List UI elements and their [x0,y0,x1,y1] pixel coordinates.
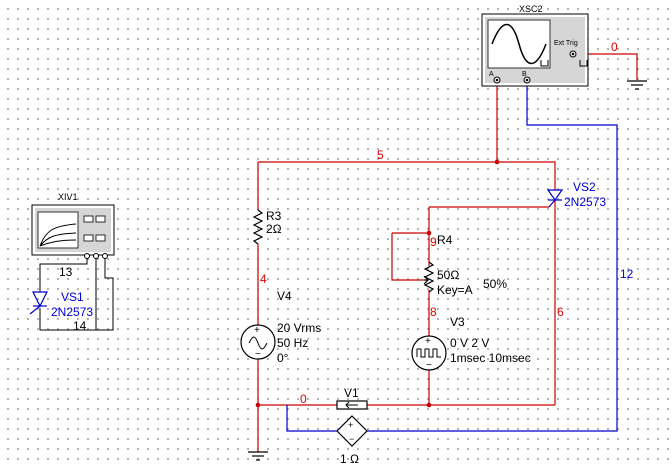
junctions [255,159,500,408]
junction-dot [426,230,432,236]
svg-text:+: + [254,325,260,336]
wire-v1-ctrl[interactable] [286,405,337,432]
ground-symbol-main[interactable] [248,451,268,461]
r3-value: 2Ω [266,222,282,236]
red-wires [257,53,638,452]
xiv1-ref: XIV1 [58,192,78,202]
xiv1-wires [39,256,114,331]
r4-key: Key=A [437,283,473,297]
controlled-source-v1[interactable]: + − [336,400,368,447]
svg-text:+: + [348,420,353,430]
vs1-ref: VS1 [61,290,84,304]
iv-curves-icon [39,223,77,247]
oscilloscope-xsc2[interactable]: XSC2 Ext Trig A B [481,4,589,87]
wire-net-5[interactable] [258,161,556,190]
net-label-0-bottom: 0 [300,392,307,406]
r4-percent: 50% [483,277,507,291]
pulse-wave-icon [416,348,441,358]
wire-net-9[interactable] [391,232,429,281]
net-label-9: 9 [430,235,437,249]
thyristor-vs1[interactable] [29,291,48,315]
ext-trig-label: Ext Trig [554,40,578,47]
v1-value: 1 Ω [340,452,359,466]
potentiometer-r4[interactable] [423,261,435,293]
wire-net-12[interactable] [367,84,618,432]
v3-line1: 0 V 2 V [450,336,489,350]
blue-wires [286,84,618,432]
net-label-6: 6 [557,305,564,319]
v3-ref: V3 [450,315,465,329]
net-label-8: 8 [430,305,437,319]
net-label-4: 4 [260,272,267,286]
svg-text:−: − [426,360,432,371]
r4-ref: R4 [437,233,453,247]
vs1-part: 2N2573 [51,305,93,319]
resistor-r3[interactable] [252,209,264,245]
probe-b-terminal[interactable] [525,78,529,82]
xiv1-terminal[interactable] [102,253,108,259]
net-label-12: 12 [620,267,634,281]
v4-line2: 50 Hz [277,336,308,350]
net-label-0-trig: 0 [611,40,618,54]
v4-line1: 20 Vrms [277,321,321,335]
vs2-ref: VS2 [573,180,596,194]
r3-ref: R3 [266,209,282,223]
vs2-part: 2N2573 [564,195,606,209]
junction-dot [255,402,261,408]
xsc2-ref: XSC2 [519,4,543,14]
ch-b-label: B [522,71,527,78]
probe-a-terminal[interactable] [495,78,499,82]
junction-dot [426,402,432,408]
r4-value: 50Ω [437,268,459,282]
net-label-14: 14 [73,319,87,333]
sine-wave-icon [491,23,547,65]
net-label-13: 13 [59,265,73,279]
ac-source-v4[interactable]: + − [240,324,276,360]
junction-dot [494,159,500,165]
v3-line2: 1msec 10msec [450,351,531,365]
xiv1-terminal[interactable] [93,253,99,259]
svg-text:+: + [425,336,431,347]
iv-analyzer-xiv1[interactable]: XIV1 [31,192,115,259]
ac-wave-icon [248,336,268,350]
net-label-5: 5 [377,148,384,162]
xiv1-terminal[interactable] [84,253,90,259]
v1-ref: V1 [344,386,359,400]
ch-a-label: A [489,71,494,78]
v4-line3: 0° [277,351,289,365]
v4-ref: V4 [277,289,292,303]
svg-text:−: − [255,349,261,360]
thyristor-vs2[interactable] [546,189,564,208]
wire-trig-gnd[interactable] [580,53,638,80]
pulse-source-v3[interactable]: + − [411,335,447,371]
svg-text:−: − [349,434,354,444]
ground-symbol-trig[interactable] [627,80,647,90]
